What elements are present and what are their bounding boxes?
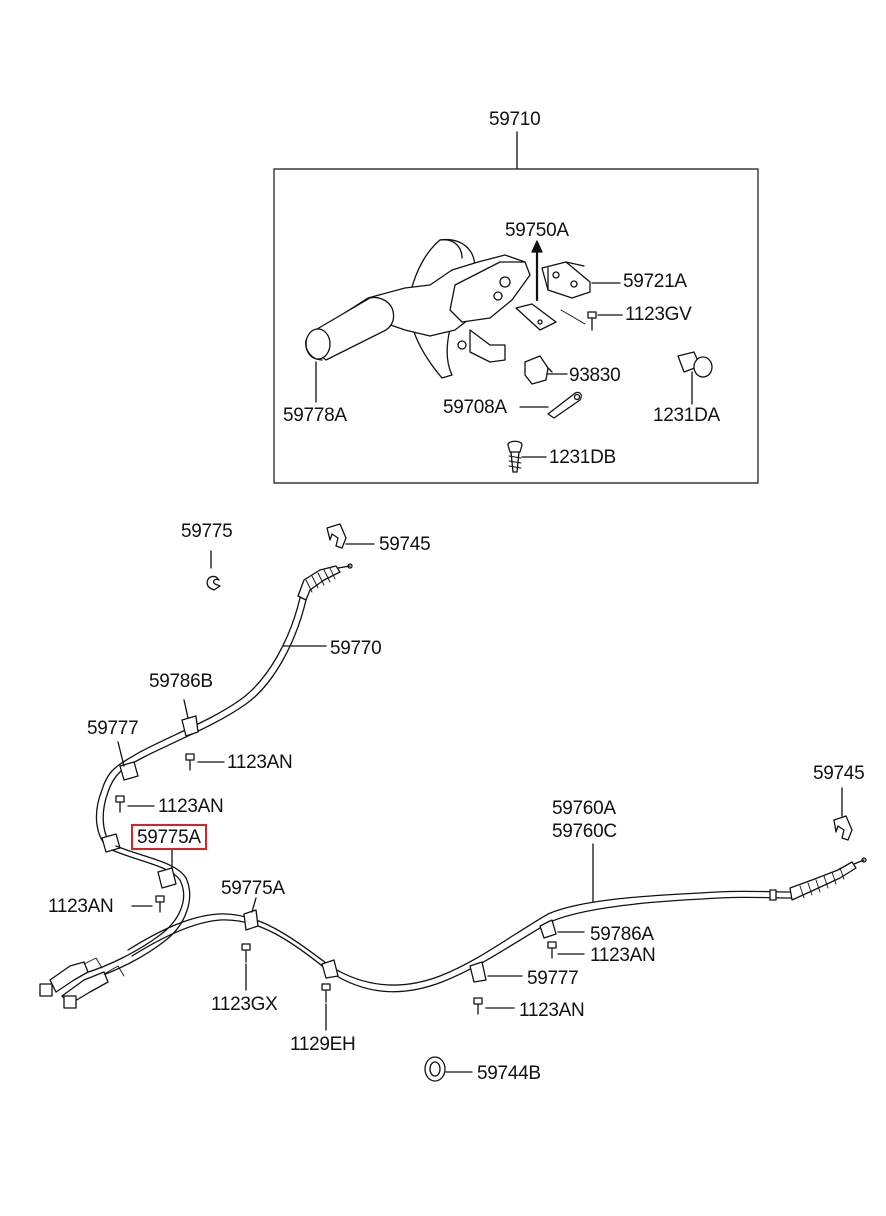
part-label-59775A-highlighted[interactable]: 59775A: [131, 824, 207, 850]
part-label-1123AN-4[interactable]: 1123AN: [590, 945, 656, 966]
part-label-59777-left[interactable]: 59777: [87, 718, 139, 739]
part-label-59744B[interactable]: 59744B: [477, 1063, 541, 1084]
part-label-1129EH[interactable]: 1129EH: [290, 1034, 356, 1055]
part-label-59708A[interactable]: 59708A: [443, 397, 507, 418]
part-label-59775A[interactable]: 59775A: [221, 878, 285, 899]
part-label-93830[interactable]: 93830: [569, 365, 621, 386]
part-label-59750A[interactable]: 59750A: [505, 220, 569, 241]
part-label-1123AN-1[interactable]: 1123AN: [227, 752, 293, 773]
part-label-59760A[interactable]: 59760A: [552, 798, 616, 819]
part-label-59770[interactable]: 59770: [330, 638, 382, 659]
brake-lever-assembly: [306, 240, 712, 472]
part-label-59786B[interactable]: 59786B: [149, 671, 213, 692]
part-label-59786A[interactable]: 59786A: [590, 924, 654, 945]
part-label-1123AN-2[interactable]: 1123AN: [158, 796, 224, 817]
part-label-1231DB[interactable]: 1231DB: [549, 447, 616, 468]
part-label-1123GX[interactable]: 1123GX: [211, 994, 278, 1015]
clip-59745-top-shape: [327, 524, 346, 548]
part-label-1123AN-3[interactable]: 1123AN: [48, 896, 114, 917]
assembly-label-59710[interactable]: 59710: [489, 109, 541, 130]
part-label-1231DA[interactable]: 1231DA: [653, 405, 720, 426]
part-label-59760C[interactable]: 59760C: [552, 821, 617, 842]
clip-59775-shape: [207, 576, 220, 590]
part-label-1123GV[interactable]: 1123GV: [625, 304, 692, 325]
part-label-59775[interactable]: 59775: [181, 521, 233, 542]
part-label-1123AN-5[interactable]: 1123AN: [519, 1000, 585, 1021]
part-label-59745-right[interactable]: 59745: [813, 763, 865, 784]
part-label-59777-right[interactable]: 59777: [527, 968, 579, 989]
part-label-59745-top[interactable]: 59745: [379, 534, 431, 555]
assembly-box: [274, 169, 758, 483]
part-label-59778A[interactable]: 59778A: [283, 405, 347, 426]
part-label-59721A[interactable]: 59721A: [623, 271, 687, 292]
